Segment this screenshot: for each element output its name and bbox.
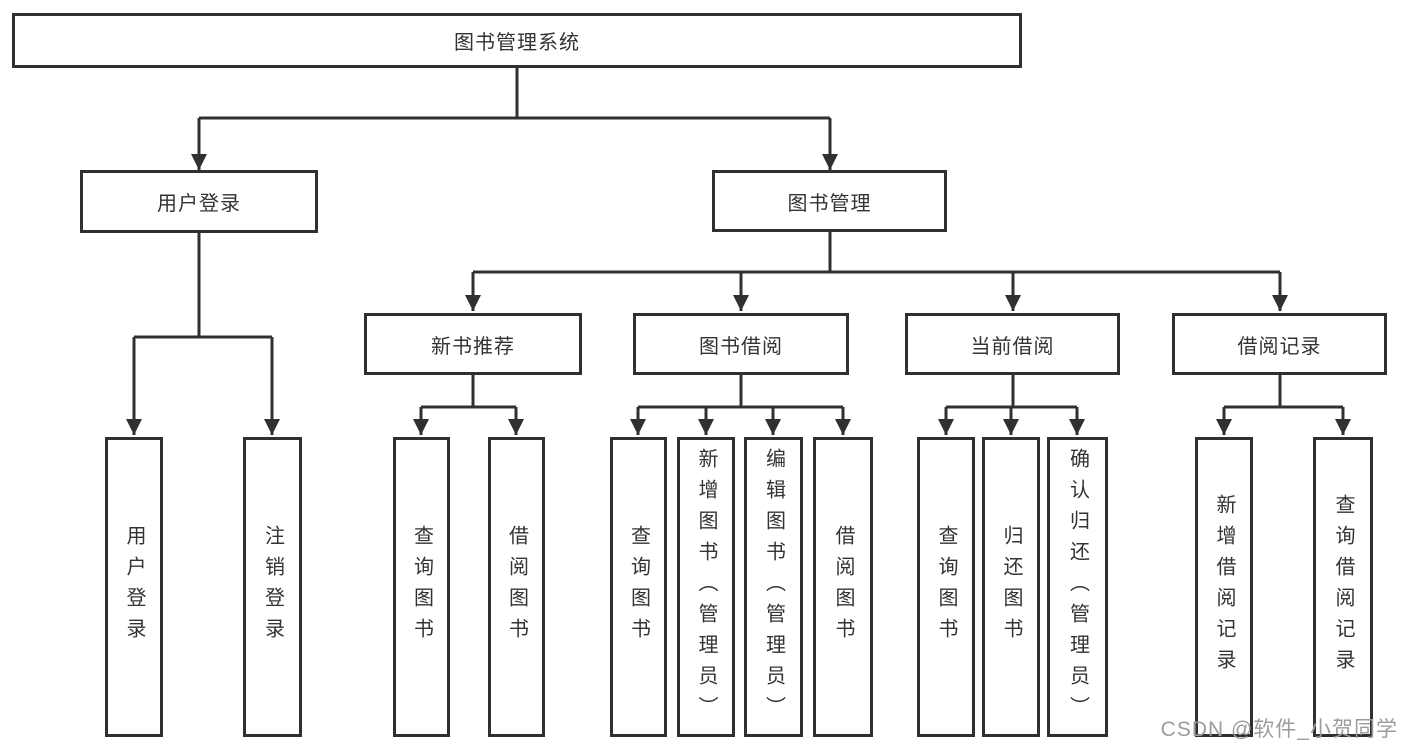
node-current-borrow: 当前借阅 bbox=[905, 313, 1120, 375]
leaf-query-books-current: 查询图书 bbox=[917, 437, 975, 737]
leaf-edit-book-admin: 编辑图书（管理员） bbox=[744, 437, 803, 737]
csdn-watermark: CSDN @软件_小贺同学 bbox=[1160, 718, 1398, 741]
node-library-management-system: 图书管理系统 bbox=[12, 13, 1022, 68]
leaf-user-login: 用户登录 bbox=[105, 437, 163, 737]
leaf-return-book: 归还图书 bbox=[982, 437, 1040, 737]
leaf-logout: 注销登录 bbox=[243, 437, 302, 737]
node-user-login: 用户登录 bbox=[80, 170, 318, 233]
node-borrow-records: 借阅记录 bbox=[1172, 313, 1387, 375]
leaf-add-book-admin: 新增图书（管理员） bbox=[677, 437, 735, 737]
leaf-query-books-recommend: 查询图书 bbox=[393, 437, 450, 737]
leaf-add-borrow-record: 新增借阅记录 bbox=[1195, 437, 1253, 737]
node-new-book-recommend: 新书推荐 bbox=[364, 313, 582, 375]
leaf-query-books-borrow: 查询图书 bbox=[610, 437, 667, 737]
leaf-borrow-books-recommend: 借阅图书 bbox=[488, 437, 545, 737]
node-book-borrow: 图书借阅 bbox=[633, 313, 849, 375]
leaf-borrow-books: 借阅图书 bbox=[813, 437, 873, 737]
node-book-management: 图书管理 bbox=[712, 170, 947, 232]
leaf-confirm-return-admin: 确认归还（管理员） bbox=[1047, 437, 1108, 737]
leaf-query-borrow-record: 查询借阅记录 bbox=[1313, 437, 1373, 737]
